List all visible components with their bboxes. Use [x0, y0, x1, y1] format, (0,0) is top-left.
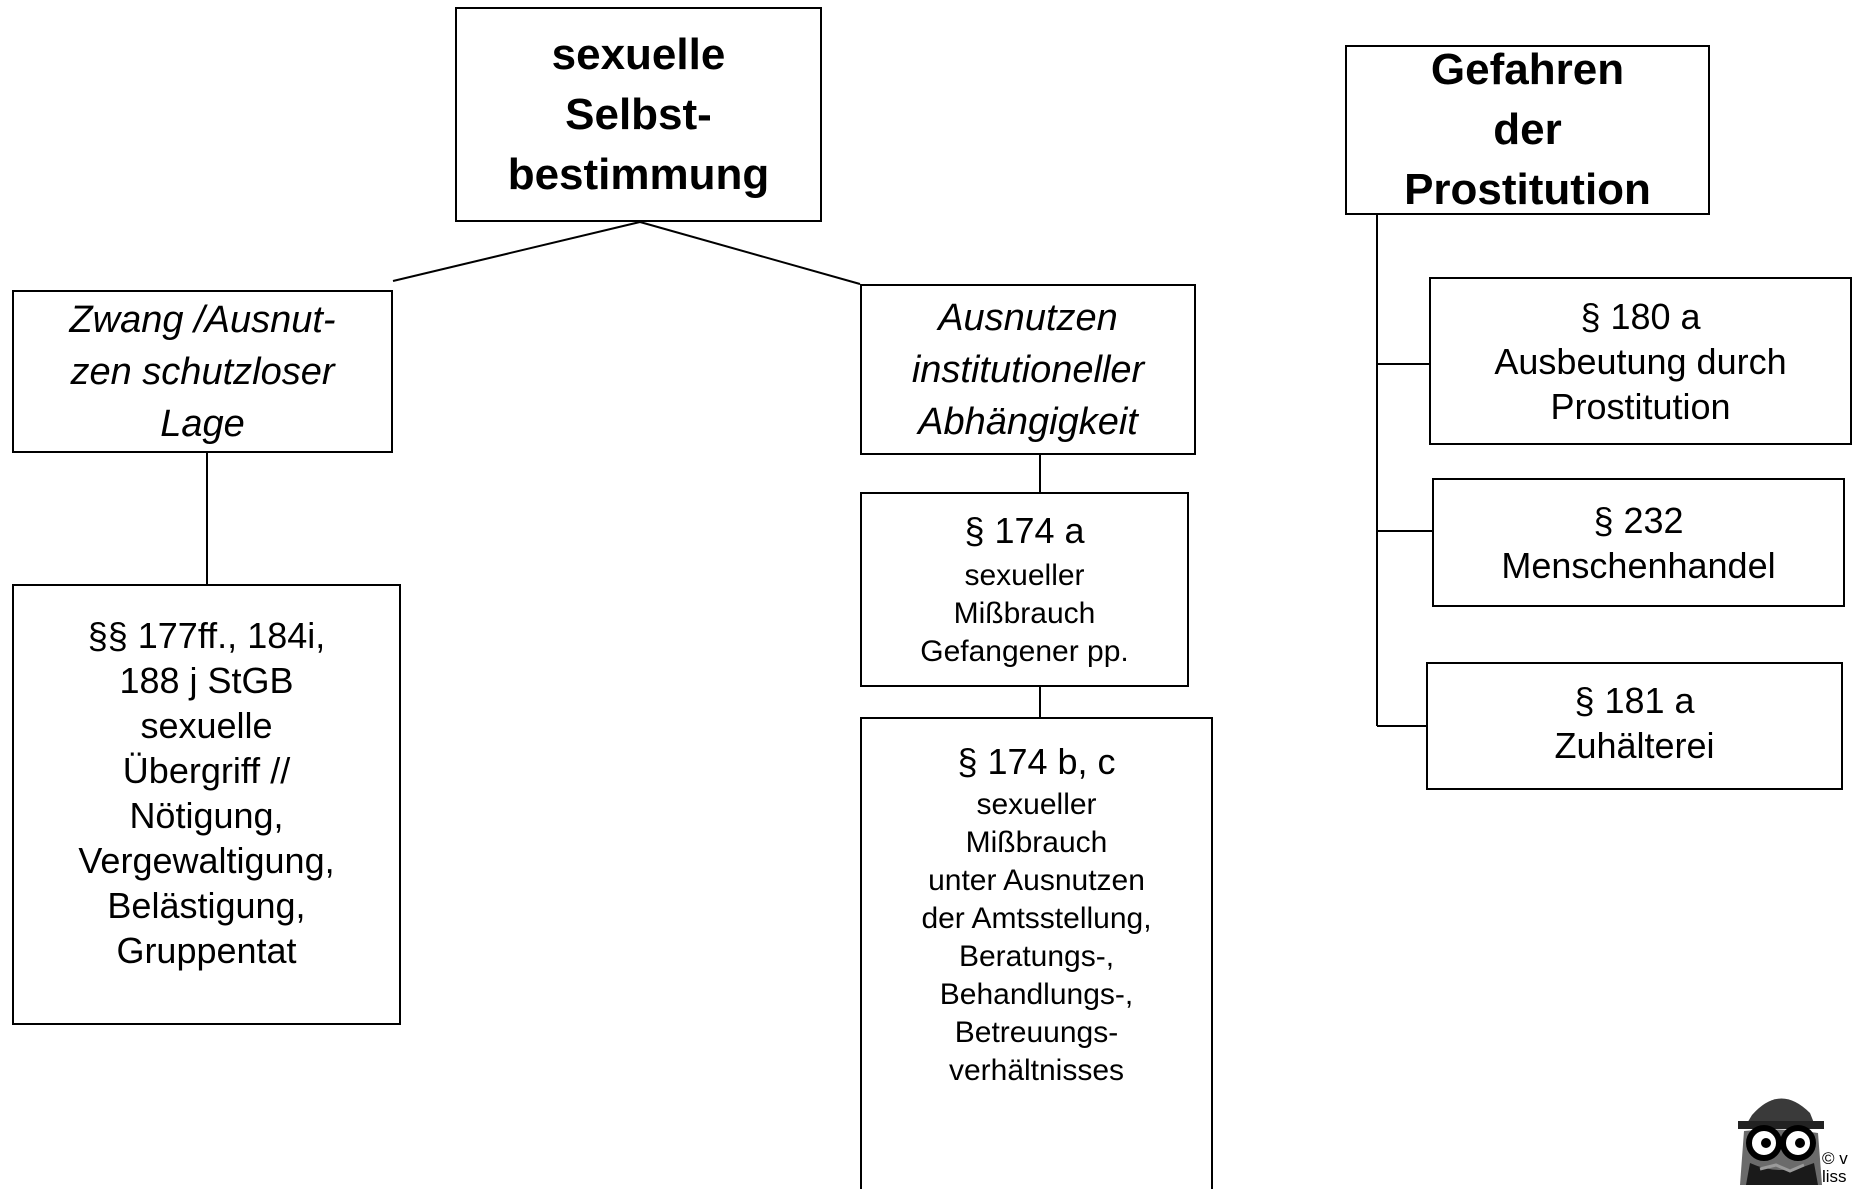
- law-label: § 232 Menschenhandel: [1501, 499, 1776, 586]
- law-node-174a: § 174 a sexueller Mißbrauch Gefangener pp…: [860, 492, 1189, 687]
- law-node-174bc: § 174 b, c sexueller Mißbrauch unter Ausn…: [860, 717, 1213, 1189]
- root-node-label: Gefahren der Prostitution: [1404, 45, 1651, 214]
- law-paragraph-label: § 174 b, c: [957, 741, 1116, 782]
- connector-root-to-institutionell: [639, 221, 861, 285]
- connector-root-to-zwang: [392, 221, 641, 282]
- category-label: Ausnutzen institutioneller Abhängigkeit: [911, 296, 1145, 443]
- law-node-180a: § 180 a Ausbeutung durch Prostitution: [1429, 277, 1852, 445]
- category-label: Zwang /Ausnut- zen schutzloser Lage: [69, 298, 336, 445]
- law-node-181a: § 181 a Zuhälterei: [1426, 662, 1843, 790]
- law-text: § 174 b, c sexueller Mißbrauch unter Ausn…: [921, 739, 1151, 1090]
- law-text: § 174 a sexueller Mißbrauch Gefangener pp…: [920, 508, 1129, 671]
- law-node-232: § 232 Menschenhandel: [1432, 478, 1845, 607]
- law-paragraph-label: § 174 a: [964, 510, 1085, 551]
- law-description: sexueller Mißbrauch Gefangener pp.: [920, 559, 1129, 668]
- law-description: sexueller Mißbrauch unter Ausnutzen der …: [921, 788, 1152, 1087]
- spy-detective-icon: [1738, 1098, 1824, 1185]
- root-node-label: sexuelle Selbst- bestimmung: [507, 29, 770, 199]
- copyright-notice: © v liss: [1822, 1150, 1848, 1186]
- category-node-institutionelle-abhaengigkeit: Ausnutzen institutioneller Abhängigkeit: [860, 284, 1196, 455]
- root-node-gefahren-der-prostitution: Gefahren der Prostitution: [1345, 45, 1710, 215]
- root-node-sexuelle-selbstbestimmung: sexuelle Selbst- bestimmung: [455, 7, 822, 222]
- law-label: §§ 177ff., 184i, 188 j StGB sexuelle Übe…: [78, 615, 335, 971]
- law-label: § 180 a Ausbeutung durch Prostitution: [1494, 295, 1787, 427]
- category-node-zwang: Zwang /Ausnut- zen schutzloser Lage: [12, 290, 393, 453]
- law-label: § 181 a Zuhälterei: [1554, 680, 1715, 766]
- law-node-177ff: §§ 177ff., 184i, 188 j StGB sexuelle Übe…: [12, 584, 401, 1025]
